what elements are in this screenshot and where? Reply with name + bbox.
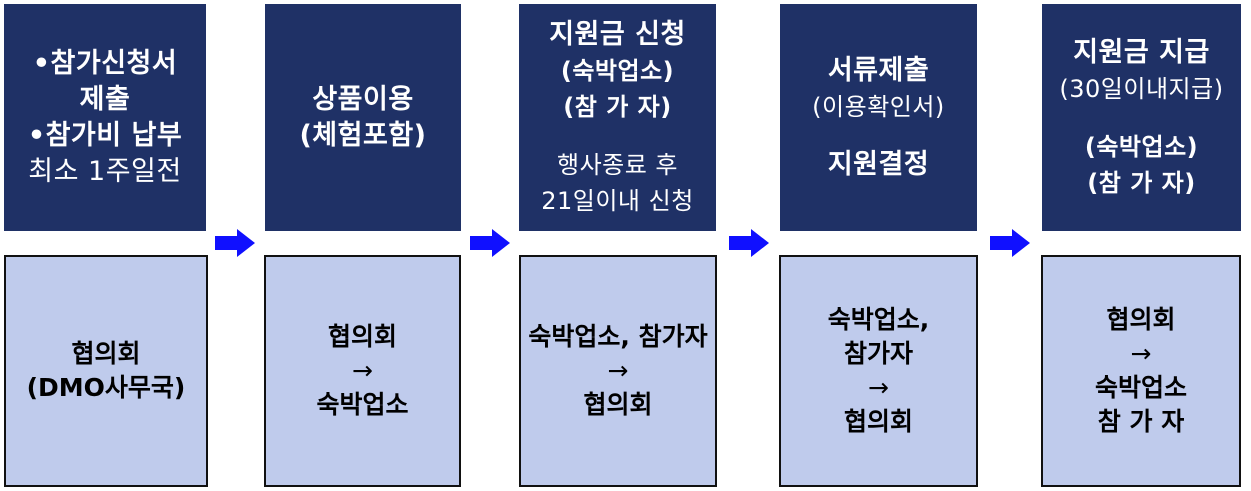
step-5-actor-arrow: →	[1130, 339, 1152, 368]
step-3-actor-box: 숙박업소, 참가자 → 협의회	[519, 255, 717, 487]
step-3-actor-line-1: 숙박업소, 참가자	[528, 322, 708, 351]
flow-arrow-icon	[470, 229, 510, 257]
step-1-line-2: 제출	[79, 83, 131, 115]
step-2-actor-box: 협의회 → 숙박업소	[264, 255, 461, 487]
step-2-actor-arrow: →	[352, 356, 373, 385]
step-4-actor-line-2: 참가자	[843, 339, 913, 368]
flow-arrow-icon	[215, 229, 255, 257]
step-2-actor-line-2: 숙박업소	[316, 390, 409, 419]
step-3-line-4: 행사종료 후	[556, 150, 679, 179]
flow-arrow-icon	[729, 229, 769, 257]
step-4-actor-line-1: 숙박업소,	[827, 305, 930, 334]
step-4-line-1: 서류제출	[827, 54, 930, 86]
step-5-line-4: (참 가 자)	[1087, 168, 1196, 197]
step-5-line-3: (숙박업소)	[1084, 132, 1199, 161]
step-5-header: 지원금 지급 (30일이내지급) (숙박업소) (참 가 자)	[1042, 4, 1241, 231]
step-2-header: 상품이용 (체험포함)	[265, 4, 461, 231]
step-4-actor-arrow: →	[868, 373, 889, 402]
step-2-line-1: 상품이용	[312, 83, 414, 115]
step-3-line-3: (참 가 자)	[563, 92, 672, 121]
step-5-line-2: (30일이내지급)	[1059, 74, 1224, 103]
step-2-line-2: (체험포함)	[299, 119, 427, 151]
step-1-line-3: •참가비 납부	[27, 119, 183, 151]
step-1-line-4: 최소 1주일전	[28, 155, 182, 187]
step-5-line-1: 지원금 지급	[1073, 36, 1210, 68]
step-5-actor-line-2: 숙박업소	[1094, 373, 1187, 402]
step-1-actor-line-2: (DMO사무국)	[26, 373, 186, 402]
step-1-actor-line-1: 협의회	[71, 339, 141, 368]
step-3-actor-arrow: →	[607, 356, 629, 385]
step-5-actor-box: 협의회 → 숙박업소 참 가 자	[1041, 255, 1241, 487]
step-5-actor-line-1: 협의회	[1106, 305, 1176, 334]
step-2-actor-line-1: 협의회	[327, 322, 397, 351]
flow-arrow-icon	[990, 229, 1030, 257]
step-1-header: •참가신청서 제출 •참가비 납부 최소 1주일전	[4, 4, 206, 231]
step-3-line-2: (숙박업소)	[560, 56, 675, 85]
step-4-actor-line-3: 협의회	[843, 407, 913, 436]
step-5-actor-line-3: 참 가 자	[1097, 407, 1185, 436]
step-4-actor-box: 숙박업소, 참가자 → 협의회	[779, 255, 978, 487]
step-3-line-5: 21일이내 신청	[541, 186, 694, 215]
step-4-line-3: 지원결정	[827, 148, 930, 180]
step-3-header: 지원금 신청 (숙박업소) (참 가 자) 행사종료 후 21일이내 신청	[519, 4, 716, 231]
step-1-line-1: •참가신청서	[32, 47, 178, 79]
step-4-line-2: (이용확인서)	[812, 92, 945, 121]
step-3-line-1: 지원금 신청	[549, 18, 686, 50]
step-4-header: 서류제출 (이용확인서) 지원결정	[780, 4, 977, 231]
step-3-actor-line-2: 협의회	[583, 390, 653, 419]
step-1-actor-box: 협의회 (DMO사무국)	[4, 255, 208, 487]
